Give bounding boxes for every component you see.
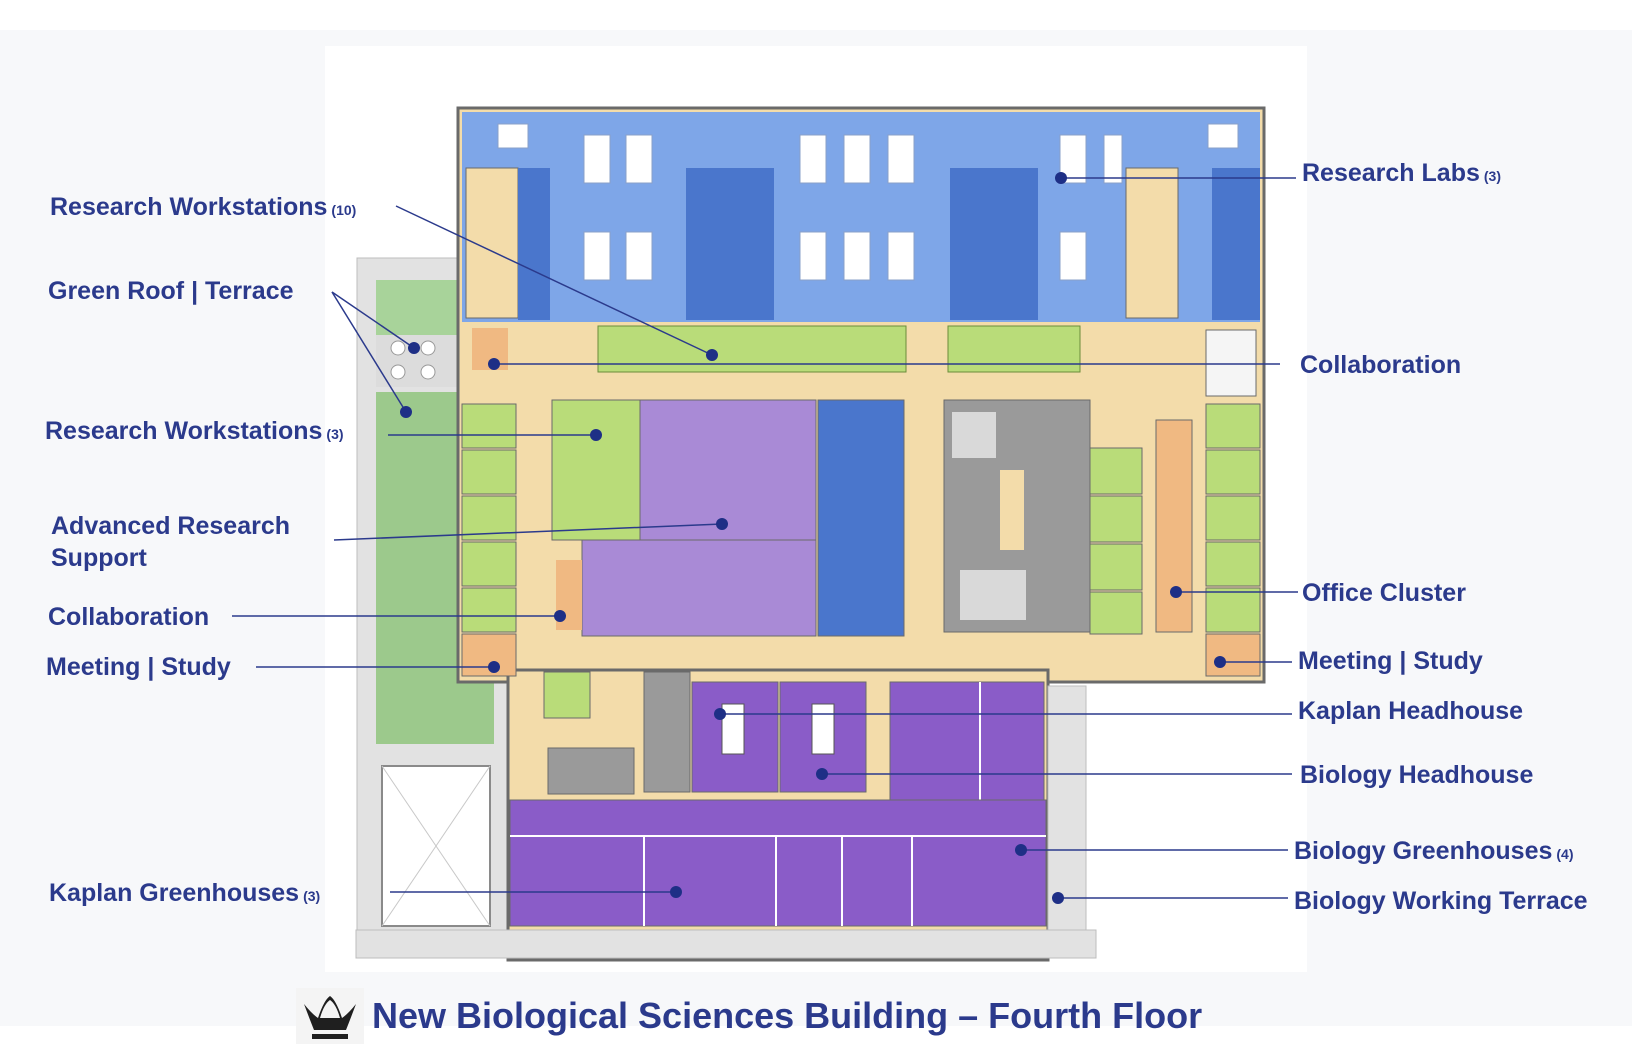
label-text: Biology Greenhouses	[1294, 837, 1553, 865]
research-workstations-3-block	[551, 399, 641, 541]
callout-dot	[590, 429, 602, 441]
callout-dot	[408, 342, 420, 354]
callout-dot	[716, 518, 728, 530]
south-terrace	[355, 929, 1097, 959]
label-count: (10)	[331, 202, 357, 218]
callout-dot	[1015, 844, 1027, 856]
label-green-roof-terrace: Green Roof | Terrace	[48, 276, 294, 306]
label-meeting-study-left: Meeting | Study	[46, 652, 231, 682]
greenhouse-strip	[509, 799, 1047, 927]
lab-support-1	[518, 168, 550, 320]
label-office-cluster: Office Cluster	[1302, 578, 1466, 608]
south-core	[547, 747, 635, 795]
meeting-study-east	[1205, 633, 1261, 677]
stair-east	[1125, 167, 1179, 319]
lab-benches	[497, 123, 1239, 281]
label-text: Meeting | Study	[1298, 647, 1483, 675]
callout-dot	[1055, 172, 1067, 184]
label-text: Kaplan Greenhouses	[49, 879, 300, 907]
label-count: (3)	[1483, 168, 1501, 184]
research-workstations-row	[597, 325, 1081, 373]
callout-dot	[554, 610, 566, 622]
label-text: Green Roof | Terrace	[48, 277, 294, 305]
crown-logo-icon	[296, 988, 364, 1044]
biology-greenhouse-upper	[889, 681, 1045, 801]
label-text: Research Labs	[1302, 159, 1480, 187]
south-office	[543, 671, 591, 719]
leader-line-green-roof-terrace-b	[331, 291, 407, 413]
callout-dot	[1214, 656, 1226, 668]
label-text: Collaboration	[48, 603, 210, 631]
biology-working-terrace-area	[1047, 685, 1087, 949]
label-biology-headhouse: Biology Headhouse	[1300, 760, 1533, 790]
elevator-2	[960, 570, 1026, 620]
kaplan-headhouse-room	[691, 681, 779, 793]
label-kaplan-headhouse: Kaplan Headhouse	[1298, 696, 1523, 726]
label-research-workstations-10: Research Workstations(10)	[50, 192, 356, 225]
label-text: Kaplan Headhouse	[1298, 697, 1524, 725]
label-text: Biology Headhouse	[1300, 761, 1534, 789]
label-collaboration-left: Collaboration	[48, 602, 209, 632]
label-count: (3)	[303, 888, 321, 904]
callout-dot	[816, 768, 828, 780]
callout-dot	[400, 406, 412, 418]
title-bar: New Biological Sciences Building – Fourt…	[296, 986, 1256, 1046]
greenhouse-dividers	[510, 835, 1046, 926]
callout-dot	[488, 358, 500, 370]
label-count: (4)	[1556, 846, 1574, 862]
south-service	[643, 671, 691, 793]
label-count: (3)	[326, 426, 344, 442]
callout-dot	[488, 661, 500, 673]
label-research-workstations-3: Research Workstations(3)	[45, 416, 344, 449]
callout-dot	[714, 708, 726, 720]
label-research-labs: Research Labs(3)	[1302, 158, 1501, 191]
label-text: Meeting | Study	[46, 653, 231, 681]
label-text: Office Cluster	[1302, 579, 1466, 607]
label-collaboration-right: Collaboration	[1300, 350, 1461, 380]
label-text: Biology Working Terrace	[1294, 887, 1588, 915]
core-corridor	[1000, 470, 1024, 550]
leader-line-green-roof-terrace-a	[331, 291, 415, 349]
east-shaft	[1205, 329, 1257, 397]
callout-dot	[1170, 586, 1182, 598]
advanced-research-bottom	[581, 539, 817, 637]
label-text: Collaboration	[1300, 351, 1462, 379]
callout-dot	[706, 349, 718, 361]
leader-lines	[232, 172, 1298, 904]
elevator-1	[952, 412, 996, 458]
terrace-tables	[390, 340, 436, 380]
headhouse-tables	[721, 703, 835, 755]
label-text: Research Workstations	[50, 193, 328, 221]
east-offices-outer	[1205, 403, 1261, 633]
label-biology-working-terrace: Biology Working Terrace	[1294, 886, 1588, 916]
callout-dot	[670, 886, 682, 898]
office-cluster-collab	[1155, 419, 1193, 633]
lab-support-4	[1212, 168, 1260, 320]
blue-lab-core	[817, 399, 905, 637]
west-offices	[461, 403, 517, 633]
callout-dot	[1052, 892, 1064, 904]
label-kaplan-greenhouses: Kaplan Greenhouses(3)	[49, 878, 320, 911]
lab-support-2	[686, 168, 774, 320]
label-text: Research Workstations	[45, 417, 323, 445]
page-title: New Biological Sciences Building – Fourt…	[372, 995, 1203, 1036]
advanced-research-top	[639, 399, 817, 541]
label-meeting-study-right: Meeting | Study	[1298, 646, 1483, 676]
label-text: Advanced Research	[51, 512, 291, 540]
east-offices-inner	[1089, 447, 1143, 635]
label-text-2: Support	[51, 544, 147, 572]
leader-line-advanced-research-support	[333, 523, 723, 541]
lab-support-3	[950, 168, 1038, 320]
label-biology-greenhouses: Biology Greenhouses(4)	[1294, 836, 1574, 869]
leader-line-research-workstations-10	[395, 205, 713, 356]
